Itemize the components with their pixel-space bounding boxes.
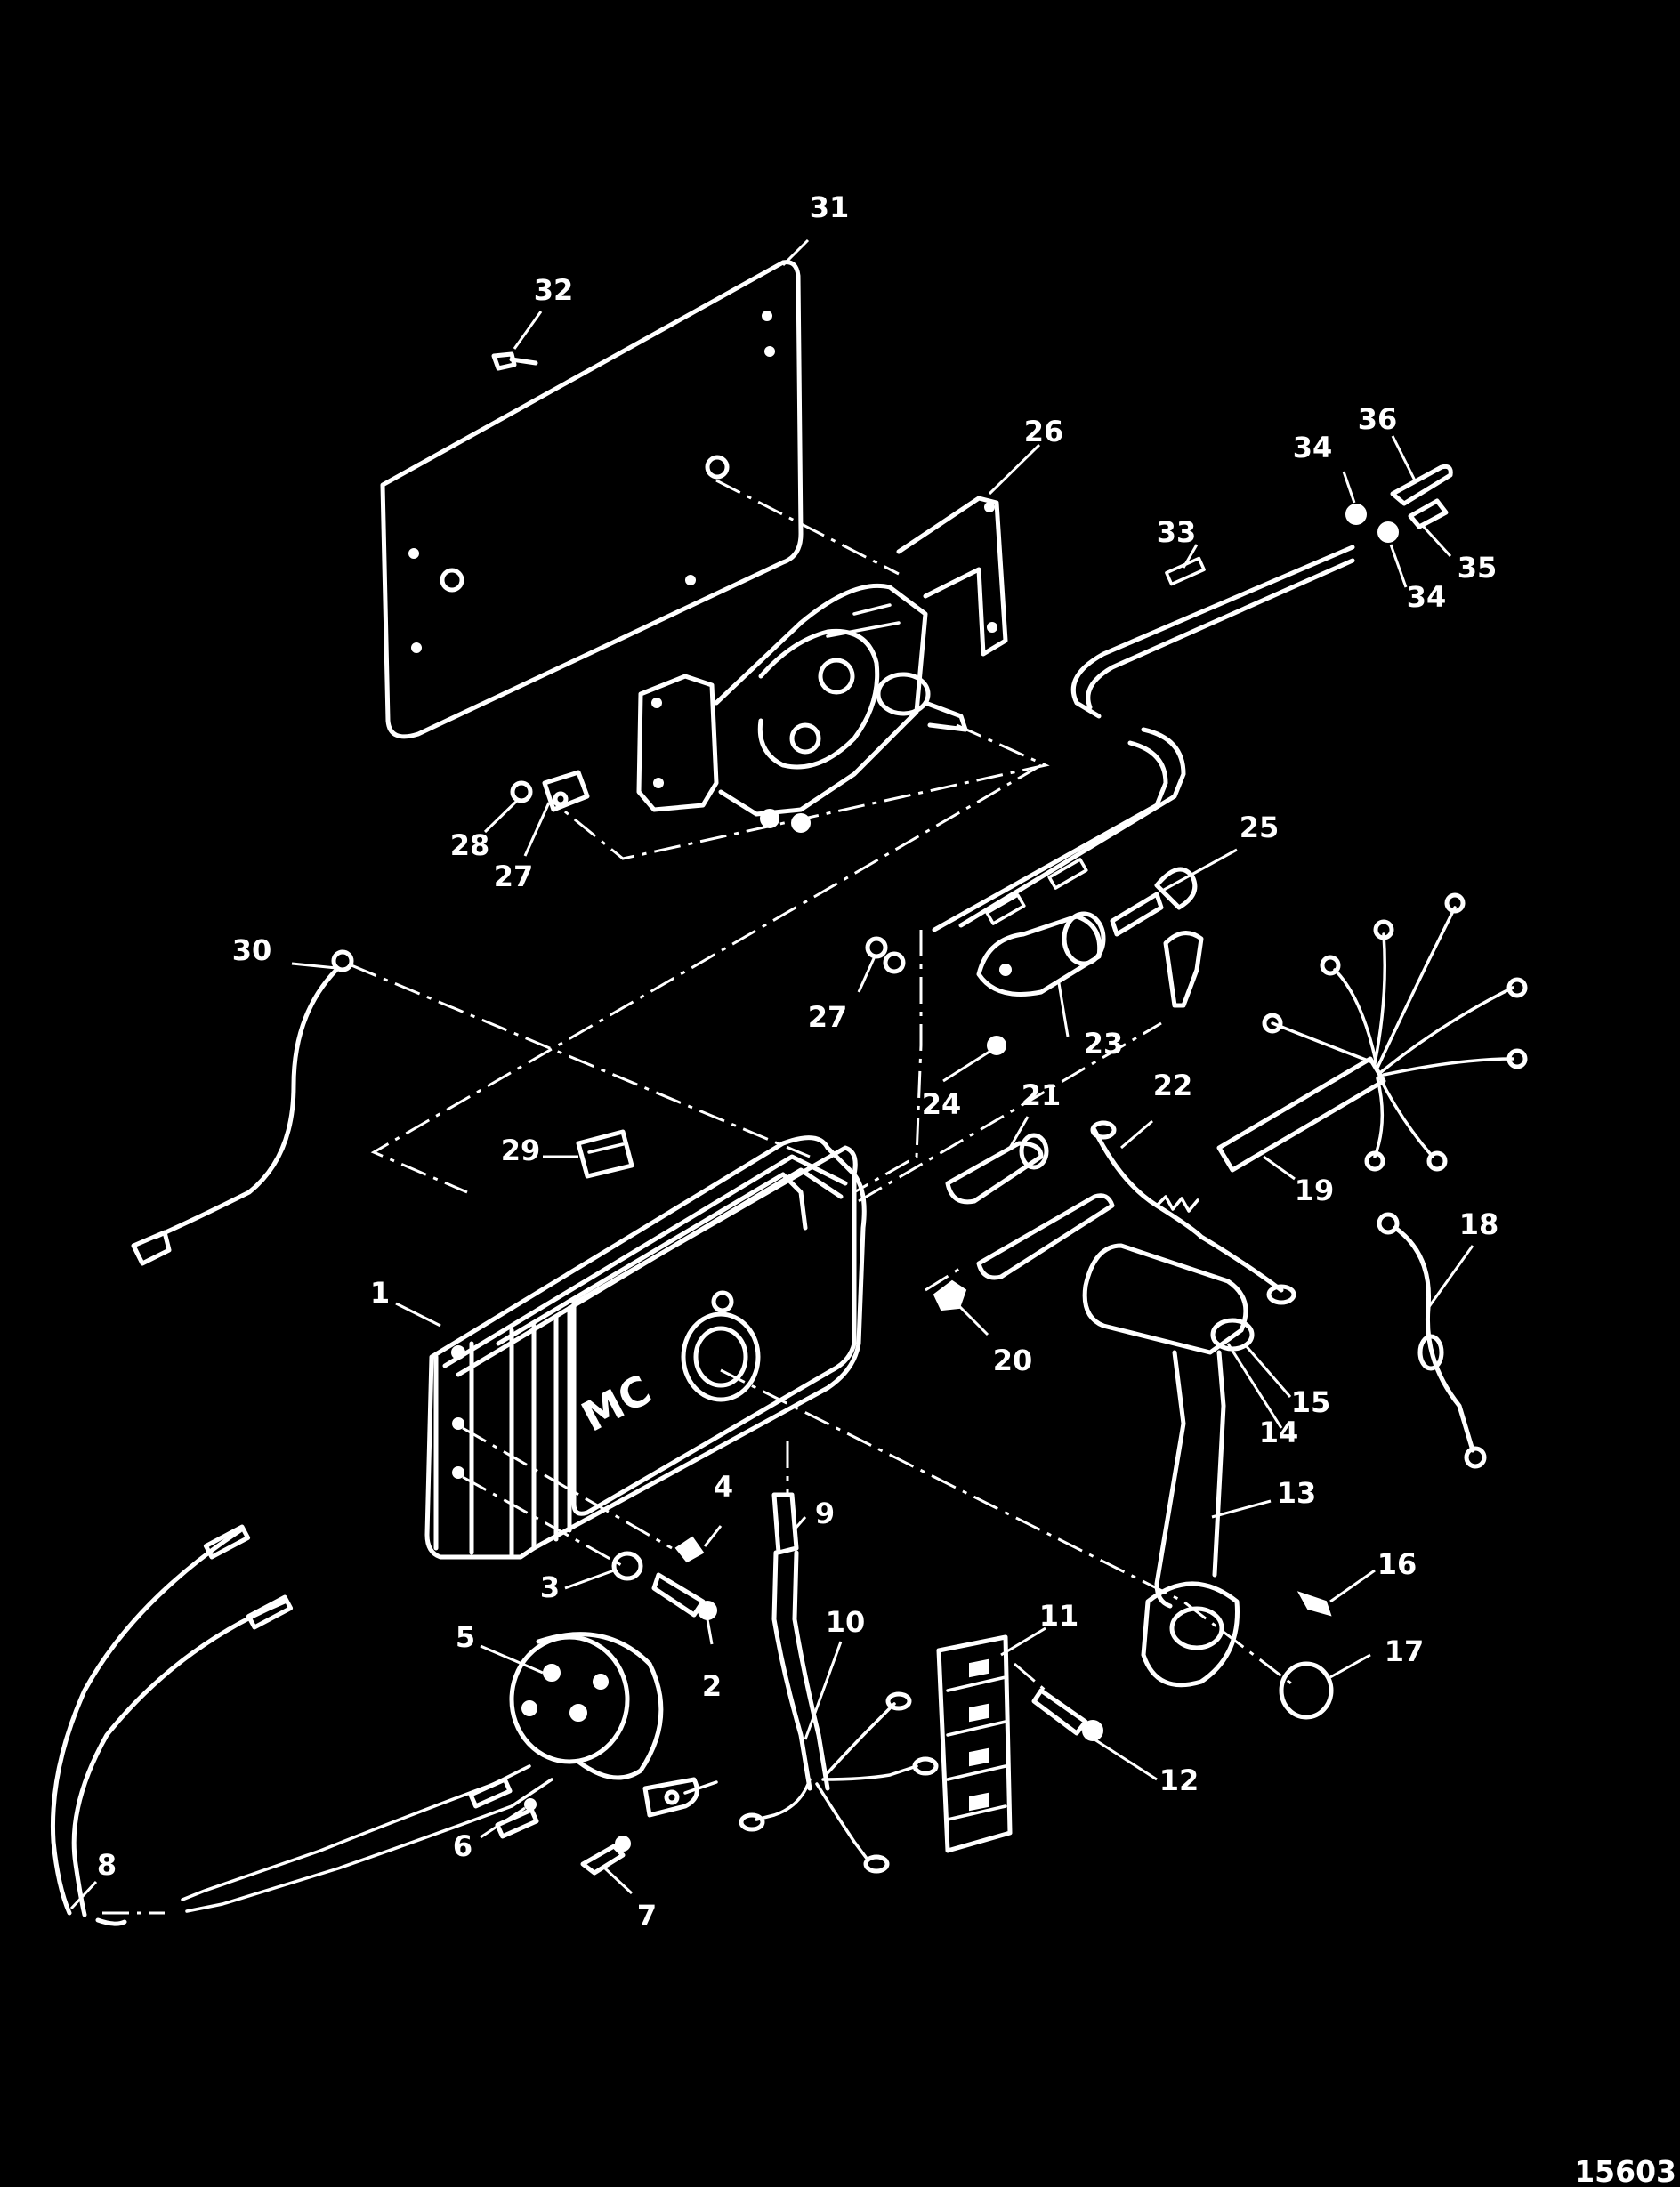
callout-9: 9 <box>815 1497 835 1530</box>
callout-33: 33 <box>1157 515 1197 549</box>
bushing-20 <box>933 1279 967 1311</box>
callout-14: 14 <box>1259 1416 1299 1449</box>
callout-16: 16 <box>1377 1547 1418 1581</box>
gear-position-labels: F N R <box>669 1250 750 1308</box>
callout-10: 10 <box>826 1605 866 1639</box>
callout-28: 28 <box>450 828 490 862</box>
callout-30: 30 <box>232 933 272 967</box>
callout-27b: 27 <box>808 1000 848 1034</box>
warning-horn <box>509 1632 718 1818</box>
assembly-center-lines <box>102 479 1296 1915</box>
leader-lines <box>69 238 1474 1910</box>
callout-25: 25 <box>1240 811 1280 844</box>
callout-17: 17 <box>1385 1634 1425 1668</box>
jumper-wire <box>1377 1212 1487 1469</box>
neutral-switch <box>945 1133 1049 1205</box>
figure-number: 15603 <box>1574 2154 1676 2187</box>
callout-18: 18 <box>1459 1207 1499 1241</box>
terminal-block <box>936 1634 1013 1853</box>
control-housing <box>424 1135 867 1560</box>
horn-leads <box>181 1764 553 1913</box>
callout-22: 22 <box>1153 1069 1193 1102</box>
callout-34b: 34 <box>1407 580 1447 614</box>
screw-12 <box>1031 1688 1103 1741</box>
nut-upper <box>510 780 533 803</box>
callout-19: 19 <box>1295 1174 1335 1207</box>
callout-8: 8 <box>97 1848 117 1882</box>
mounting-plate <box>380 260 804 739</box>
screw-4 <box>674 1536 705 1563</box>
wire-harness <box>1216 892 1528 1173</box>
control-cables <box>932 545 1355 932</box>
callout-12: 12 <box>1159 1763 1199 1797</box>
ignition-key <box>1110 867 1204 1008</box>
callout-1: 1 <box>370 1276 390 1310</box>
gear-label-r: R <box>739 1250 750 1268</box>
extension-harness <box>50 1524 294 1926</box>
plate-screw <box>491 351 538 371</box>
logo-text: MC <box>574 1366 659 1441</box>
callout-15: 15 <box>1291 1385 1331 1419</box>
cable-end-hardware <box>1345 464 1453 543</box>
housing-logo: MC <box>574 1366 659 1441</box>
control-mechanism <box>636 496 1008 833</box>
callout-5: 5 <box>456 1620 475 1654</box>
callout-2: 2 <box>702 1669 722 1703</box>
callout-11: 11 <box>1039 1599 1079 1633</box>
callout-21: 21 <box>1022 1078 1062 1112</box>
callout-26: 26 <box>1024 415 1064 448</box>
lanyard-lead <box>131 949 354 1266</box>
washer-3 <box>611 1551 643 1581</box>
sleeve <box>976 1193 1115 1280</box>
callout-36: 36 <box>1358 402 1398 436</box>
callout-20: 20 <box>993 1344 1033 1377</box>
callout-7: 7 <box>637 1899 657 1933</box>
callout-13: 13 <box>1277 1476 1317 1510</box>
callout-27a: 27 <box>494 859 534 893</box>
callout-32: 32 <box>534 273 574 307</box>
gear-label-n: N <box>703 1271 715 1288</box>
callout-numbers: 1 2 3 4 5 6 7 8 9 10 11 12 13 14 15 16 1… <box>97 190 1498 1933</box>
callout-4: 4 <box>714 1470 733 1504</box>
control-handle <box>1082 1243 1334 1720</box>
callout-3: 3 <box>540 1570 560 1604</box>
trim-harness <box>739 1492 939 1874</box>
screw-7 <box>580 1836 631 1876</box>
gear-label-f: F <box>669 1290 680 1308</box>
screw-2 <box>651 1572 717 1620</box>
callout-35: 35 <box>1458 551 1498 585</box>
callout-34a: 34 <box>1293 431 1333 464</box>
callout-29: 29 <box>501 1134 541 1167</box>
retainer-upper <box>542 770 590 812</box>
clip-29 <box>576 1129 634 1179</box>
callout-24: 24 <box>922 1087 962 1121</box>
callout-6: 6 <box>453 1829 472 1863</box>
neutral-wire-assembly <box>1090 1120 1296 1305</box>
callout-31: 31 <box>810 190 850 224</box>
retainer-lower <box>865 936 906 974</box>
callout-23: 23 <box>1084 1027 1124 1061</box>
